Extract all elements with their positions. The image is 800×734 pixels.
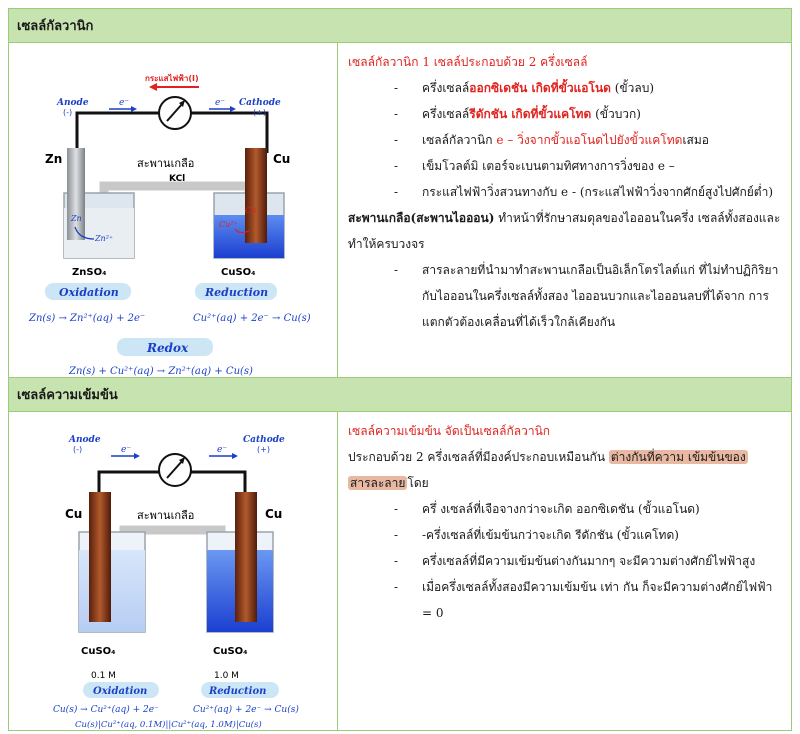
cathode-label: Cathode	[239, 98, 281, 108]
list-item: - ครึ่งเซลล์ออกซิเดชัน เกิดที่ขั้วแอโนด …	[394, 81, 655, 95]
cell-notation: Cu(s)|Cu²⁺(aq, 0.1M)||Cu²⁺(aq, 1.0M)|Cu(…	[75, 719, 262, 730]
list-item: - สารละลายที่นำมาทำสะพานเกลือเป็นอิเล็กโ…	[394, 263, 779, 329]
list-item: -ครึ่งเซลล์ที่มีความเข้มข้นต่างกันมากๆ จ…	[394, 554, 756, 568]
left-solution-label: ZnSO₄	[72, 267, 106, 278]
left-inner-ion: Zn²⁺	[94, 234, 113, 243]
cathode-sign: (+)	[253, 108, 266, 117]
electron-label-right: e⁻	[217, 445, 227, 455]
redox-equation: Zn(s) + Cu²⁺(aq) → Zn²⁺(aq) + Cu(s)	[68, 366, 253, 377]
oxidation-equation: Zn(s) → Zn²⁺(aq) + 2e⁻	[28, 313, 145, 324]
anode-sign: (-)	[63, 108, 72, 117]
right-solution-label: CuSO₄	[213, 646, 248, 657]
redox-label: Redox	[146, 341, 189, 355]
section-title: เซลล์ความเข้มข้น	[17, 388, 118, 403]
list-item: -ครึ่ งเซลล์ที่เจือจางกว่าจะเกิด ออกซิเด…	[394, 502, 700, 516]
salt-bridge-salt: KCl	[169, 174, 185, 184]
cathode-label: Cathode	[243, 435, 285, 445]
list-item: - เซลล์กัลวานิก e – วิ่งจากขั้วแอโนดไปยั…	[394, 133, 709, 147]
left-metal-label: Cu	[65, 507, 82, 521]
left-inner-metal: Zn	[70, 214, 82, 223]
concentration-paragraph-cont: สารละลายโดย	[348, 476, 429, 490]
concentration-row: e⁻ e⁻ Anode (-) Cathode (+) Cu Cu สะพานเ…	[9, 412, 791, 730]
list-item: - เข็มโวลต์มิ เตอร์จะเบนตามทิศทางการวิ่ง…	[394, 159, 675, 173]
list-item: - ครึ่งเซลล์รีดักชัน เกิดที่ขั้วแคโทด (ข…	[394, 107, 641, 121]
electron-label-right: e⁻	[215, 98, 225, 108]
right-inner-metal: Cu	[245, 206, 256, 215]
salt-bridge-label: สะพานเกลือ	[137, 157, 194, 170]
right-metal-label: Cu	[265, 507, 282, 521]
oxidation-equation: Cu(s) → Cu²⁺(aq) + 2e⁻	[53, 704, 159, 715]
list-item: - กระแสไฟฟ้าวิ่งสวนทางกับ e - (กระแสไฟฟ้…	[394, 185, 774, 199]
reduction-label: Reduction	[208, 686, 266, 697]
current-label: กระแสไฟฟ้า(I)	[145, 73, 199, 83]
right-metal-label: Cu	[273, 152, 290, 166]
anode-label: Anode	[68, 435, 101, 445]
concentration-paragraph: ประกอบด้วย 2 ครึ่งเซลล์ที่มีองค์ประกอบเห…	[348, 450, 748, 464]
section-header-galvanic: เซลล์กัลวานิก	[9, 9, 791, 43]
reduction-equation: Cu²⁺(aq) + 2e⁻ → Cu(s)	[193, 704, 299, 715]
electron-label-left: e⁻	[119, 98, 129, 108]
galvanic-intro: เซลล์กัลวานิก 1 เซลล์ประกอบด้วย 2 ครึ่งเ…	[348, 55, 588, 69]
concentration-text: เซลล์ความเข้มข้น จัดเป็นเซลล์กัลวานิก ปร…	[338, 412, 791, 730]
concentration-diagram: e⁻ e⁻ Anode (-) Cathode (+) Cu Cu สะพานเ…	[9, 412, 338, 730]
anode-label: Anode	[56, 98, 89, 108]
left-solution-label: CuSO₄	[81, 646, 116, 657]
left-metal-label: Zn	[45, 152, 62, 166]
galvanic-diagram: กระแสไฟฟ้า(I) e⁻ e⁻ Anode (-) Cathode (+…	[9, 43, 338, 377]
section-title: เซลล์กัลวานิก	[17, 19, 94, 34]
electron-label-left: e⁻	[121, 445, 131, 455]
oxidation-label: Oxidation	[93, 686, 147, 697]
galvanic-row: กระแสไฟฟ้า(I) e⁻ e⁻ Anode (-) Cathode (+…	[9, 43, 791, 378]
reduction-equation: Cu²⁺(aq) + 2e⁻ → Cu(s)	[193, 313, 311, 324]
content-table: เซลล์กัลวานิก	[8, 8, 792, 731]
list-item: -เมื่อครึ่งเซลล์ทั้งสองมีความเข้มข้น เท่…	[394, 580, 773, 620]
right-inner-ion: Cu²⁺	[219, 220, 238, 229]
section-header-concentration: เซลล์ความเข้มข้น	[9, 378, 791, 412]
list-item: --ครึ่งเซลล์ที่เข้มข้นกว่าจะเกิด รีดักชั…	[394, 528, 679, 542]
left-concentration: 0.1 M	[91, 671, 116, 681]
galvanic-text: เซลล์กัลวานิก 1 เซลล์ประกอบด้วย 2 ครึ่งเ…	[338, 43, 791, 377]
right-concentration: 1.0 M	[214, 671, 239, 681]
anode-sign: (-)	[73, 445, 82, 454]
salt-bridge-paragraph: สะพานเกลือ(สะพานไอออน) ทำหน้าที่รักษาสมด…	[348, 211, 781, 251]
salt-bridge-label: สะพานเกลือ	[137, 509, 194, 522]
cathode-sign: (+)	[257, 445, 270, 454]
right-solution-label: CuSO₄	[221, 267, 256, 278]
reduction-label: Reduction	[204, 286, 268, 299]
oxidation-label: Oxidation	[59, 286, 119, 299]
concentration-intro: เซลล์ความเข้มข้น จัดเป็นเซลล์กัลวานิก	[348, 424, 551, 438]
